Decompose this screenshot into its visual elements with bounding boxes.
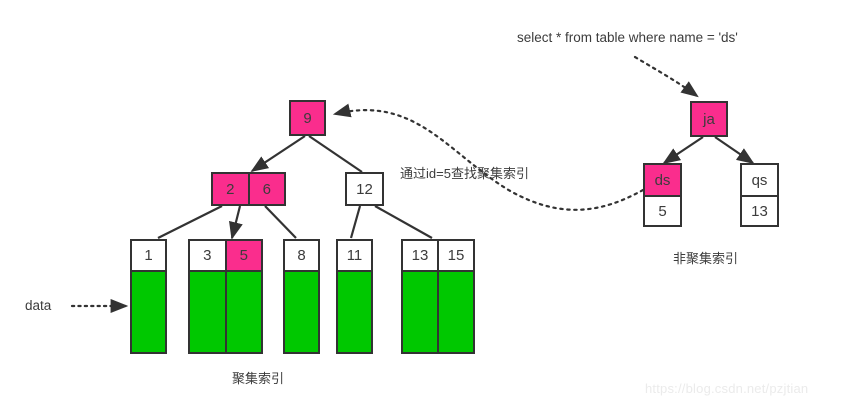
leaf-key-5: 5 bbox=[224, 241, 261, 270]
secondary-qs-key: qs bbox=[751, 171, 768, 189]
internal-key-12: 12 bbox=[347, 174, 382, 204]
leaf-8-keys: 8 bbox=[283, 239, 320, 272]
leaf-5-data-seg bbox=[224, 272, 261, 352]
leaf-1-keys: 1 bbox=[130, 239, 167, 272]
clustered-leaf-1[interactable]: 1 bbox=[130, 239, 167, 354]
leaf-11-keys: 11 bbox=[336, 239, 373, 272]
edge-26-to-leaf35 bbox=[229, 205, 243, 240]
leaf-15-data-seg bbox=[437, 272, 473, 352]
clustered-internal-node-2-6[interactable]: 2 6 bbox=[211, 172, 286, 206]
clustered-leaf-8[interactable]: 8 bbox=[283, 239, 320, 354]
leaf-8-data-seg bbox=[285, 272, 318, 352]
leaf-13-15-data bbox=[401, 272, 475, 354]
clustered-leaf-13-15[interactable]: 13 15 bbox=[401, 239, 475, 354]
edge-ja-to-ds bbox=[662, 136, 704, 164]
leaf-key-8: 8 bbox=[297, 247, 306, 264]
clustered-leaf-11[interactable]: 11 bbox=[336, 239, 373, 354]
leaf-key-15: 15 bbox=[437, 241, 473, 270]
sql-annotation: select * from table where name = 'ds' bbox=[517, 30, 738, 45]
arrow-sql-to-ja bbox=[633, 55, 699, 98]
clustered-leaf-3-5[interactable]: 3 5 bbox=[188, 239, 263, 354]
leaf-3-5-keys: 3 5 bbox=[188, 239, 263, 272]
secondary-ds-key: ds bbox=[645, 165, 680, 195]
internal-key-6: 6 bbox=[247, 174, 284, 204]
secondary-qs-value: 13 bbox=[742, 195, 777, 225]
data-label: data bbox=[25, 298, 52, 313]
secondary-root-key: ja bbox=[692, 103, 726, 135]
leaf-1-key-1: 1 bbox=[144, 247, 153, 264]
clustered-root-key: 9 bbox=[291, 102, 324, 134]
secondary-ds-value: 5 bbox=[645, 195, 680, 225]
edge-root-to-26 bbox=[250, 135, 306, 172]
edge-root-to-12 bbox=[308, 135, 363, 173]
leaf-1-data-seg bbox=[132, 272, 165, 352]
clustered-index-caption: 聚集索引 bbox=[232, 371, 285, 386]
edge-ja-to-qs bbox=[714, 136, 755, 164]
internal-key-2: 2 bbox=[213, 174, 248, 204]
watermark: https://blog.csdn.net/pzjtian bbox=[645, 381, 809, 396]
clustered-internal-node-12[interactable]: 12 bbox=[345, 172, 384, 206]
edge-26-to-leaf8 bbox=[264, 205, 297, 239]
clustered-root-node[interactable]: 9 bbox=[289, 100, 326, 136]
secondary-node-qs[interactable]: qs 13 bbox=[740, 163, 779, 227]
leaf-13-data-seg bbox=[403, 272, 437, 352]
leaf-key-13: 13 bbox=[411, 247, 429, 264]
leaf-3-data-seg bbox=[190, 272, 225, 352]
leaf-key-3: 3 bbox=[203, 247, 212, 264]
leaf-11-data bbox=[336, 272, 373, 354]
secondary-root-node[interactable]: ja bbox=[690, 101, 728, 137]
secondary-node-ds[interactable]: ds 5 bbox=[643, 163, 682, 227]
edge-26-to-leaf1 bbox=[157, 205, 223, 239]
edge-12-to-leaf11 bbox=[349, 205, 362, 239]
lookup-note-annotation: 通过id=5查找聚集索引 bbox=[400, 166, 529, 181]
leaf-8-data bbox=[283, 272, 320, 354]
edge-12-to-leaf1315 bbox=[374, 205, 433, 239]
leaf-11-data-seg bbox=[338, 272, 371, 352]
leaf-13-15-keys: 13 15 bbox=[401, 239, 475, 272]
secondary-index-caption: 非聚集索引 bbox=[673, 251, 739, 266]
leaf-key-11: 11 bbox=[346, 247, 363, 264]
leaf-1-data bbox=[130, 272, 167, 354]
leaf-3-5-data bbox=[188, 272, 263, 354]
